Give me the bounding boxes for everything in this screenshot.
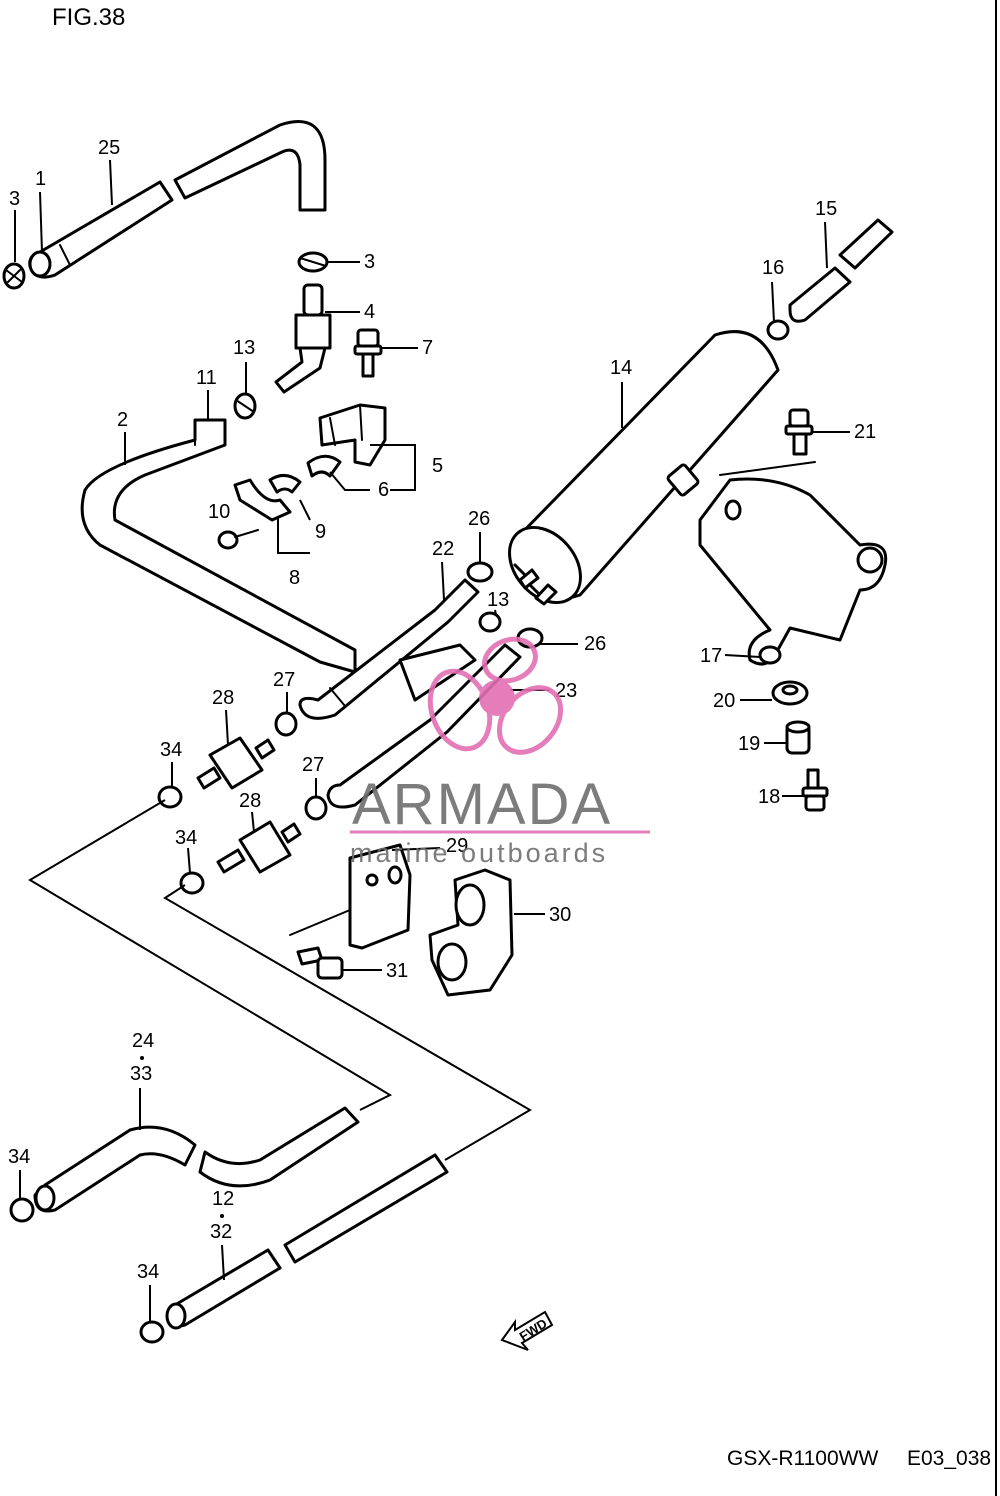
callout-34b: 34 [175,827,197,849]
callout-29: 29 [446,835,468,857]
damper-30 [428,868,514,997]
hose-25 [28,120,327,279]
callout-12: 12 [212,1188,234,1210]
callout-25: 25 [98,137,120,159]
callout-31: 31 [386,960,408,982]
clamp-9 [233,474,302,522]
callout-10: 10 [208,501,230,523]
callout-23: 23 [555,680,577,702]
callout-6: 6 [378,479,389,501]
filter-28a [196,736,276,790]
callout-3a: 3 [9,188,20,210]
clamp-34c [9,1197,35,1223]
callout-26a: 26 [468,508,490,530]
collar-19 [785,720,811,755]
callout-15: 15 [815,198,837,220]
bracket-17 [698,477,888,666]
hose-2 [80,418,357,674]
callout-27a: 27 [273,669,295,691]
callout-26b: 26 [584,633,606,655]
screw-10 [217,529,259,550]
routing-line-a [28,799,393,1111]
callout-32: 32 [210,1221,232,1243]
callout-34d: 34 [137,1261,159,1283]
figure-title: FIG.38 [52,4,125,31]
callout-16: 16 [762,257,784,279]
routing-line-b [163,884,532,1161]
bolt-7 [353,328,383,378]
callout-18: 18 [758,786,780,808]
callout-34c: 34 [8,1146,30,1168]
bracket-29 [348,843,412,950]
fwd-arrow-icon: FWD [500,1310,554,1351]
hose-clamp-3a [2,262,26,290]
callout-13a: 13 [233,337,255,359]
callout-13b: 13 [487,589,509,611]
callout-28a: 28 [212,687,234,709]
hose-clamp-3b [297,251,329,273]
clamp-34a [157,785,183,809]
drawing-code: E03_038 [907,1447,991,1470]
clamp-26a [466,561,494,583]
hose-23 [326,643,522,809]
bolt-18 [801,768,829,812]
callout-27b: 27 [302,754,324,776]
callout-8: 8 [289,567,300,589]
callout-9: 9 [315,521,326,543]
callout-34a: 34 [160,739,182,761]
callout-3b: 3 [364,251,375,273]
watermark-tagline: marine outboards [350,838,608,868]
hose-clamp-13a [233,392,257,420]
armada-logo: ARMADA marine outboards [350,636,650,868]
rubber-6 [306,454,342,478]
bolt-21 [784,408,814,456]
callout-14: 14 [610,357,632,379]
bracket-5 [318,403,387,467]
callout-7: 7 [422,337,433,359]
callout-1: 1 [35,168,46,190]
hose-22 [298,578,480,720]
callout-4: 4 [364,301,375,323]
callout-20: 20 [713,690,735,712]
watermark-brand: ARMADA [352,772,612,837]
callout-33: 33 [130,1063,152,1085]
hose-15 [788,218,894,323]
callout-28b: 28 [239,790,261,812]
callout-2: 2 [117,409,128,431]
callout-30: 30 [549,904,571,926]
hose-32 [165,1153,449,1330]
model-code: GSX-R1100WW [727,1447,878,1470]
clamp-27b [304,795,328,821]
callout-21: 21 [854,421,876,443]
callout-17: 17 [700,645,722,667]
clamp-27a [274,711,298,737]
grommet-20 [771,680,809,706]
callout-11: 11 [196,367,217,389]
callout-22: 22 [432,538,454,560]
clamp-13b [478,611,502,633]
callout-5: 5 [432,455,443,477]
hose-33 [33,1106,360,1213]
callout-24: 24 [132,1030,154,1052]
filter-28b [216,820,302,874]
clamp-16 [766,319,790,341]
bolt-31 [296,946,344,980]
callout-19: 19 [738,733,760,755]
canister-14 [508,330,780,606]
clamp-34b [179,871,205,895]
valve-4 [274,283,332,394]
clamp-34d [139,1320,165,1344]
